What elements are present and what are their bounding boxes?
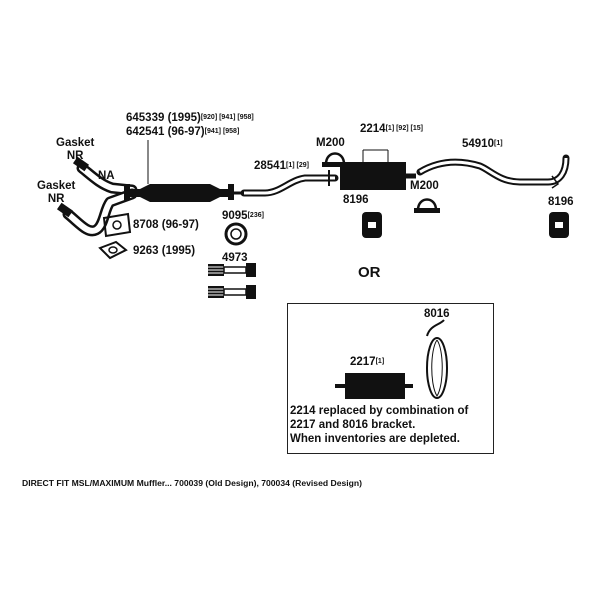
label-part-28541: 28541[1] [29] <box>254 160 309 172</box>
donut-gasket-9095 <box>224 222 248 246</box>
clamp-m200-lower <box>414 198 440 213</box>
manifold-flange-upper <box>72 156 90 172</box>
manifold-pipes <box>62 162 138 237</box>
manifold-flange-lower <box>56 202 74 218</box>
label-clamp-m200-lower: M200 <box>410 180 439 192</box>
gasket-9263 <box>98 240 128 260</box>
label-part-9263: 9263 (1995) <box>133 245 196 257</box>
hanger-8196-right <box>549 212 569 238</box>
label-clamp-m200-upper: M200 <box>316 137 345 149</box>
label-part-54910: 54910[1] <box>462 138 503 150</box>
replacement-inset-box <box>287 303 494 454</box>
label-hanger-8196-left: 8196 <box>343 194 369 206</box>
intermediate-pipe <box>240 174 339 197</box>
footer-muffler-info: DIRECT FIT MSL/MAXIMUM Muffler... 700039… <box>22 478 363 488</box>
replacement-note: 2214 replaced by combination of 2217 and… <box>290 405 469 445</box>
tailpipe <box>416 154 570 186</box>
label-hanger-8196-right: 8196 <box>548 196 574 208</box>
hanger-8196-left <box>362 212 382 238</box>
clamp-m200-upper <box>322 152 348 167</box>
label-part-645339: 645339 (1995)[920] [941] [958] <box>126 112 254 124</box>
label-part-9095: 9095[236] <box>222 210 264 222</box>
tailpipe-hanger-hook <box>551 175 560 189</box>
muffler-2217 <box>335 373 413 399</box>
label-part-8708: 8708 (96-97) <box>133 219 199 231</box>
label-part-2214: 2214[1] [92] [15] <box>360 123 423 135</box>
muffler-2214 <box>340 149 416 190</box>
label-bracket-8016: 8016 <box>424 308 450 320</box>
label-part-642541: 642541 (96-97)[941] [958] <box>126 126 240 138</box>
spring-bolt-lower <box>208 285 256 299</box>
cat-outlet-flange <box>228 184 234 200</box>
label-or: OR <box>358 264 381 281</box>
label-na: NA <box>98 170 115 182</box>
catalytic-converter <box>130 184 230 202</box>
cat-inlet-flange <box>124 184 130 200</box>
bracket-8016 <box>426 319 448 399</box>
spring-bolt-upper <box>208 263 256 277</box>
label-part-4973: 4973 <box>222 252 248 264</box>
gasket-8708 <box>102 212 132 238</box>
label-part-2217: 2217[1] <box>350 356 385 368</box>
